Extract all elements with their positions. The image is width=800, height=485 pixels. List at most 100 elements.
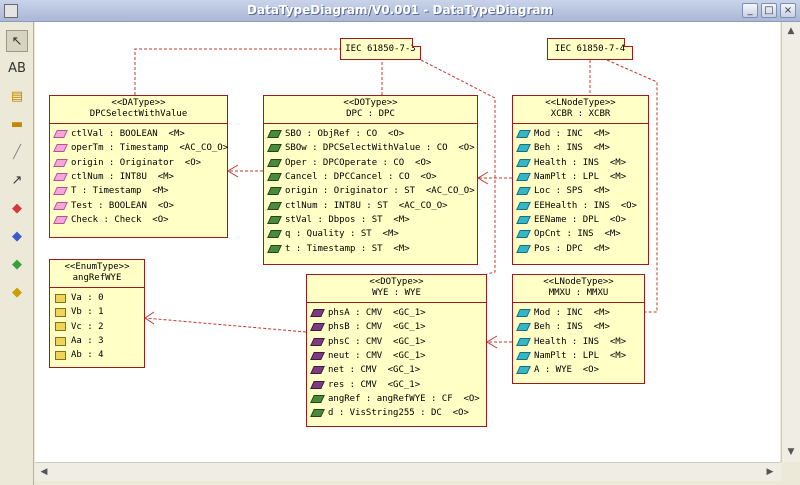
attribute-row[interactable]: EEHealth : INS <O> — [516, 198, 648, 212]
attribute-row[interactable]: Pos : DPC <M> — [516, 241, 648, 255]
attribute-row[interactable]: Aa : 3 — [55, 334, 144, 348]
class-xcbr[interactable]: <<LNodeType>> XCBR : XCBR Mod : INC <M>B… — [512, 95, 649, 265]
attribute-row[interactable]: T : Timestamp <M> — [53, 184, 227, 198]
attribute-row[interactable]: phsA : CMV <GC_1> — [310, 306, 486, 320]
attribute-row[interactable]: res : CMV <GC_1> — [310, 377, 486, 391]
dashed-line-tool-icon[interactable]: ╱ — [13, 145, 21, 160]
class-yellow-tool-icon[interactable]: ◆ — [12, 285, 22, 300]
attribute-text: t : Timestamp : ST <M> — [285, 243, 410, 254]
attribute-text: stVal : Dbpos : ST <M> — [285, 214, 410, 225]
minimize-button[interactable]: _ — [742, 3, 758, 18]
attribute-row[interactable]: phsC : CMV <GC_1> — [310, 335, 486, 349]
attribute-row[interactable]: Mod : INC <M> — [516, 306, 644, 320]
attribute-text: Vb : 1 — [71, 307, 104, 318]
attribute-row[interactable]: Beh : INS <M> — [516, 141, 648, 155]
attribute-text: A : WYE <O> — [534, 365, 600, 376]
horizontal-scrollbar[interactable]: ◀ ▶ — [35, 462, 781, 481]
attribute-row[interactable]: origin : Originator : ST <AC_CO_O> — [267, 184, 477, 198]
maximize-button[interactable]: □ — [761, 3, 777, 18]
attribute-icon — [53, 173, 68, 182]
attribute-text: Oper : DPCOperate : CO <O> — [285, 157, 432, 168]
attribute-row[interactable]: NamPlt : LPL <M> — [516, 170, 648, 184]
attribute-row[interactable]: Mod : INC <M> — [516, 127, 648, 141]
attribute-row[interactable]: operTm : Timestamp <AC_CO_O> — [53, 141, 228, 155]
attribute-row[interactable]: stVal : Dbpos : ST <M> — [267, 213, 477, 227]
attribute-row[interactable]: ctlNum : INT8U : ST <AC_CO_O> — [267, 198, 477, 212]
attribute-row[interactable]: Health : INS <M> — [516, 335, 644, 349]
attribute-text: ctlNum : INT8U : ST <AC_CO_O> — [285, 200, 448, 211]
note-tool-icon[interactable]: ▤ — [10, 89, 24, 104]
class-dpcselectwithvalue[interactable]: <<DAType>> DPCSelectWithValue ctlVal : B… — [49, 95, 228, 238]
attribute-row[interactable]: OpCnt : INS <M> — [516, 227, 648, 241]
attribute-row[interactable]: Ab : 4 — [55, 348, 144, 362]
scroll-down-icon[interactable]: ▼ — [787, 447, 795, 457]
attribute-text: angRef : angRefWYE : CF <O> — [328, 393, 480, 404]
scroll-right-icon[interactable]: ▶ — [766, 467, 774, 477]
attribute-row[interactable]: A : WYE <O> — [516, 363, 644, 377]
attribute-row[interactable]: d : VisString255 : DC <O> — [310, 406, 486, 420]
attribute-row[interactable]: Loc : SPS <M> — [516, 184, 648, 198]
note-iec-61850-7-4[interactable]: IEC 61850-7-4 — [547, 38, 633, 60]
class-wye[interactable]: <<DOType>> WYE : WYE phsA : CMV <GC_1>ph… — [306, 274, 487, 427]
attribute-row[interactable]: phsB : CMV <GC_1> — [310, 320, 486, 334]
text-tool-icon[interactable]: AB — [8, 61, 26, 76]
attribute-row[interactable]: net : CMV <GC_1> — [310, 363, 486, 377]
attribute-text: phsA : CMV <GC_1> — [328, 308, 426, 319]
class-blue-tool-icon[interactable]: ◆ — [12, 229, 22, 244]
title-bar[interactable]: DataTypeDiagram/V0.001 - DataTypeDiagram… — [0, 0, 800, 22]
attribute-icon — [516, 173, 531, 182]
window-title: DataTypeDiagram/V0.001 - DataTypeDiagram — [247, 3, 553, 17]
diagram-canvas[interactable]: IEC 61850-7-3 IEC 61850-7-4 <<DAType>> D… — [35, 22, 780, 462]
note-link-tool-icon[interactable]: ▬ — [10, 117, 24, 132]
enum-literal-icon — [55, 336, 66, 346]
attribute-row[interactable]: EEName : DPL <O> — [516, 213, 648, 227]
tool-palette: ↖ AB ▤ ▬ ╱ ↗ ◆ ◆ ◆ ◆ — [0, 22, 34, 485]
attribute-icon — [53, 215, 68, 224]
attribute-icon — [267, 215, 282, 224]
scroll-up-icon[interactable]: ▲ — [787, 26, 795, 36]
attribute-row[interactable]: Va : 0 — [55, 291, 144, 305]
attribute-row[interactable]: Vc : 2 — [55, 320, 144, 334]
attribute-icon — [310, 323, 325, 332]
scroll-left-icon[interactable]: ◀ — [40, 467, 48, 477]
attribute-icon — [516, 215, 531, 224]
attribute-text: Aa : 3 — [71, 336, 104, 347]
class-dpc[interactable]: <<DOType>> DPC : DPC SBO : ObjRef : CO <… — [263, 95, 478, 265]
attribute-row[interactable]: ctlVal : BOOLEAN <M> — [53, 127, 227, 141]
attribute-icon — [516, 309, 531, 318]
attribute-text: Cancel : DPCCancel : CO <O> — [285, 172, 437, 183]
attribute-row[interactable]: ctlNum : INT8U <M> — [53, 170, 227, 184]
class-mmxu[interactable]: <<LNodeType>> MMXU : MMXU Mod : INC <M>B… — [512, 274, 645, 384]
pointer-icon[interactable]: ↖ — [6, 30, 28, 52]
arrow-tool-icon[interactable]: ↗ — [11, 173, 23, 188]
note-iec-61850-7-3[interactable]: IEC 61850-7-3 — [340, 38, 421, 60]
attribute-row[interactable]: t : Timestamp : ST <M> — [267, 241, 477, 255]
attribute-row[interactable]: Test : BOOLEAN <O> — [53, 198, 227, 212]
attribute-icon — [267, 244, 282, 253]
attribute-text: NamPlt : LPL <M> — [534, 172, 627, 183]
vertical-scrollbar[interactable]: ▲ ▼ — [781, 22, 800, 462]
attribute-row[interactable]: q : Quality : ST <M> — [267, 227, 477, 241]
class-red-tool-icon[interactable]: ◆ — [12, 201, 22, 216]
class-green-tool-icon[interactable]: ◆ — [12, 257, 22, 272]
attribute-icon — [310, 337, 325, 346]
attribute-row[interactable]: Oper : DPCOperate : CO <O> — [267, 156, 477, 170]
attribute-row[interactable]: NamPlt : LPL <M> — [516, 349, 644, 363]
app-icon — [4, 4, 18, 18]
attribute-row[interactable]: Vb : 1 — [55, 305, 144, 319]
class-name: angRefWYE — [72, 273, 122, 283]
attribute-row[interactable]: Check : Check <O> — [53, 213, 227, 227]
attribute-row[interactable]: origin : Originator <O> — [53, 156, 227, 170]
attribute-row[interactable]: Beh : INS <M> — [516, 320, 644, 334]
attribute-text: Loc : SPS <M> — [534, 186, 610, 197]
attribute-icon — [267, 144, 282, 153]
attribute-row[interactable]: SBOw : DPCSelectWithValue : CO <O> — [267, 141, 477, 155]
attribute-row[interactable]: Health : INS <M> — [516, 156, 648, 170]
attribute-row[interactable]: SBO : ObjRef : CO <O> — [267, 127, 477, 141]
close-button[interactable]: × — [780, 3, 796, 18]
attribute-row[interactable]: angRef : angRefWYE : CF <O> — [310, 392, 486, 406]
attribute-row[interactable]: neut : CMV <GC_1> — [310, 349, 486, 363]
attribute-row[interactable]: Cancel : DPCCancel : CO <O> — [267, 170, 477, 184]
